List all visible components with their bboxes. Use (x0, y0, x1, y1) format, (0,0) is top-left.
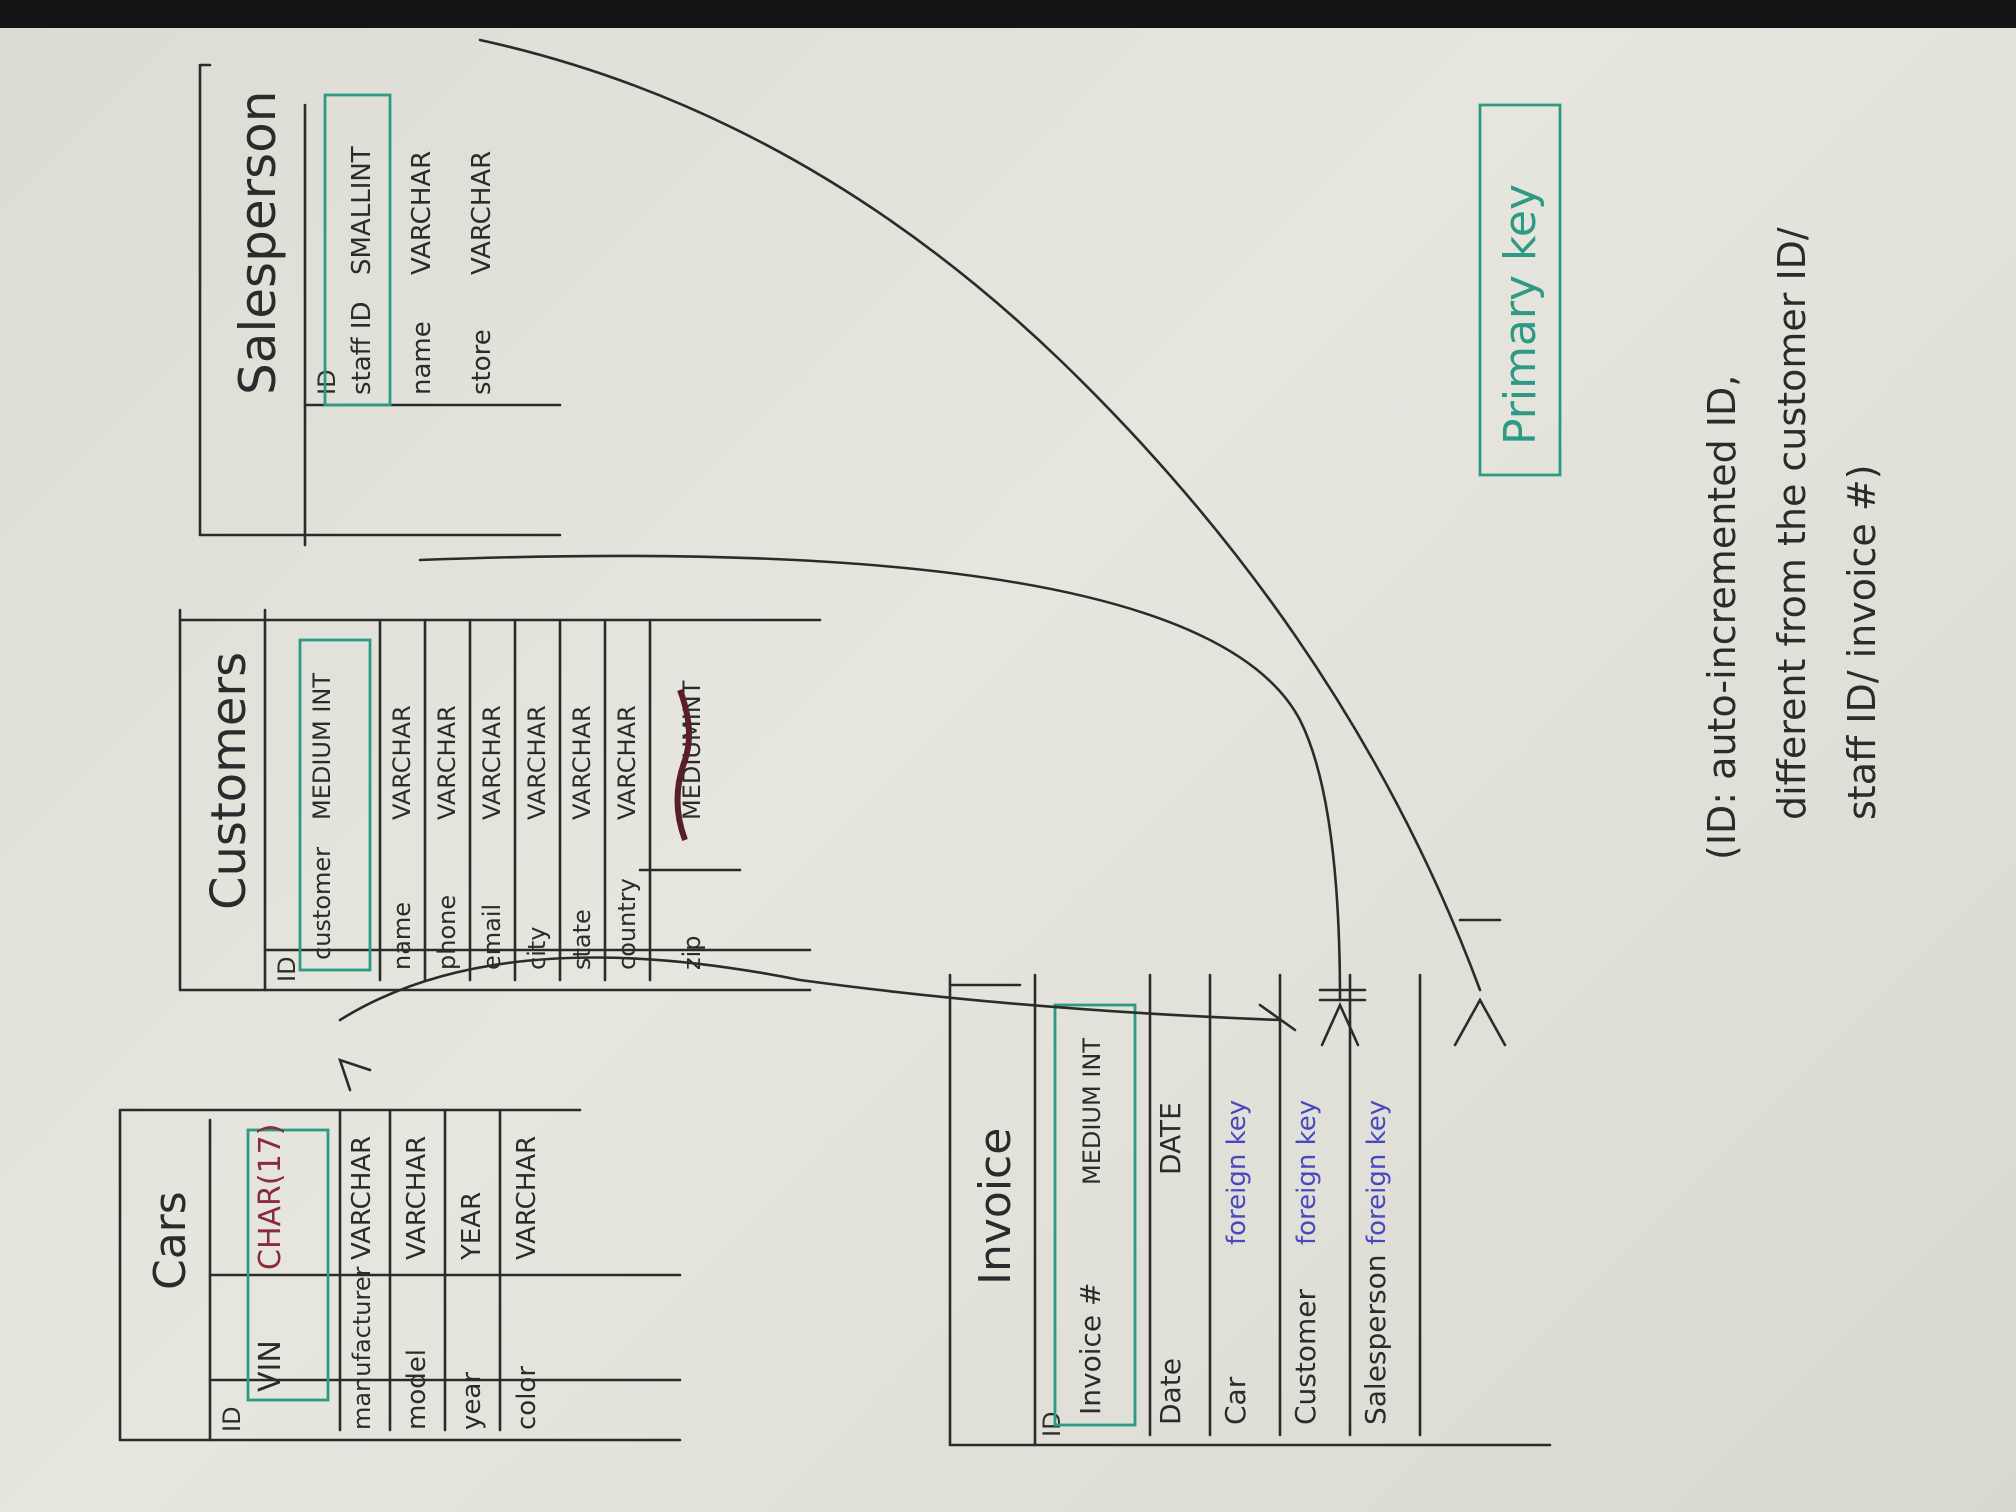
customers-type-city: VARCHAR (523, 705, 551, 820)
cars-type-color: VARCHAR (512, 1136, 542, 1260)
customers-frame (178, 608, 822, 992)
legend-primary-key-label: Primary key (1495, 184, 1546, 445)
legend-primary-key-box (1478, 103, 1562, 477)
cars-field-color: color (512, 1366, 542, 1430)
relation-salesperson-invoice (478, 38, 1482, 992)
note-line-3: staff ID/ invoice #) (1840, 464, 1884, 820)
customers-field-email: email (478, 904, 506, 970)
customers-type-customer: MEDIUM INT (308, 673, 336, 820)
invoice-field-salesperson: Salesperson (1359, 1254, 1392, 1425)
customers-primary-key-box (298, 638, 372, 972)
cars-title: Cars (145, 1191, 196, 1290)
invoice-type-salesperson: foreign key (1362, 1100, 1392, 1245)
invoice-primary-key-box (1053, 1003, 1137, 1427)
salesperson-type-staff-id: SMALLINT (347, 146, 377, 275)
customers-type-state: VARCHAR (568, 705, 596, 820)
table-salesperson: Salesperson ID staff ID SMALLINT name VA… (198, 63, 562, 547)
invoice-type-date: DATE (1154, 1102, 1187, 1175)
salesperson-field-store: store (467, 329, 497, 395)
invoice-frame (948, 973, 1552, 1447)
cars-field-year: year (457, 1372, 487, 1430)
invoice-title: Invoice (970, 1128, 1021, 1285)
salesperson-field-name: name (407, 321, 437, 395)
customers-field-state: state (568, 909, 596, 970)
cars-type-manufacturer: VARCHAR (347, 1136, 377, 1260)
cars-frame (118, 1108, 682, 1442)
invoice-type-customer: foreign key (1292, 1100, 1322, 1245)
invoice-field-date: Date (1154, 1358, 1187, 1425)
invoice-type-invoice-number: MEDIUM INT (1078, 1038, 1106, 1185)
customers-id-label: ID (273, 956, 301, 982)
customers-type-name: VARCHAR (388, 705, 416, 820)
customers-field-phone: phone (433, 895, 461, 970)
salesperson-type-store: VARCHAR (467, 151, 497, 275)
customers-title: Customers (201, 652, 257, 910)
cars-id-label: ID (218, 1406, 246, 1432)
relation-cars-invoice-arrow (337, 1057, 372, 1092)
customers-field-customer: customer (308, 847, 336, 960)
cars-field-model: model (402, 1349, 432, 1430)
salesperson-type-name: VARCHAR (407, 151, 437, 275)
table-invoice: Invoice ID Invoice # MEDIUM INT Date DAT… (948, 973, 1552, 1447)
customers-field-city: city (523, 927, 551, 970)
cars-field-vin: VIN (253, 1340, 288, 1392)
customers-field-country: country (613, 878, 641, 970)
invoice-field-invoice-number: Invoice # (1074, 1283, 1107, 1415)
table-cars: Cars ID VIN CHAR(17) manufacturer VARCHA… (118, 1108, 682, 1442)
customers-field-name: name (388, 902, 416, 970)
customers-type-phone: VARCHAR (433, 705, 461, 820)
salesperson-field-staff-id: staff ID (347, 301, 377, 395)
relation-customers-invoice-crowsfoot (1320, 1001, 1360, 1047)
invoice-field-car: Car (1219, 1376, 1252, 1425)
note-line-1: (ID: auto-incremented ID, (1700, 375, 1744, 860)
relation-cars-invoice-mark (1258, 1003, 1297, 1032)
customers-type-email: VARCHAR (478, 705, 506, 820)
invoice-field-customer: Customer (1289, 1289, 1322, 1425)
salesperson-title: Salesperson (229, 91, 287, 395)
salesperson-frame (198, 63, 562, 537)
customers-crossed-out-scribble (674, 688, 692, 842)
customers-type-country: VARCHAR (613, 705, 641, 820)
salesperson-id-label: ID (313, 369, 341, 395)
notebook-binding-edge (0, 0, 2016, 28)
relation-customers-invoice (418, 554, 1342, 1002)
note-line-2: different from the customer ID/ (1770, 227, 1814, 820)
cars-type-year: YEAR (457, 1192, 487, 1261)
invoice-type-car: foreign key (1222, 1100, 1252, 1245)
table-customers: Customers ID customer MEDIUM INT name VA… (178, 608, 822, 992)
salesperson-primary-key-box (323, 93, 392, 407)
relation-cars-invoice (338, 956, 1282, 1022)
cars-primary-key-box (246, 1128, 330, 1402)
id-note: (ID: auto-incremented ID, different from… (1700, 227, 1884, 860)
cars-type-vin: CHAR(17) (253, 1124, 288, 1270)
relation-salesperson-invoice-crowsfoot (1453, 997, 1507, 1047)
cars-type-model: VARCHAR (402, 1136, 432, 1260)
legend-primary-key: Primary key (1478, 103, 1562, 477)
cars-field-manufacturer: manufacturer (348, 1266, 376, 1430)
